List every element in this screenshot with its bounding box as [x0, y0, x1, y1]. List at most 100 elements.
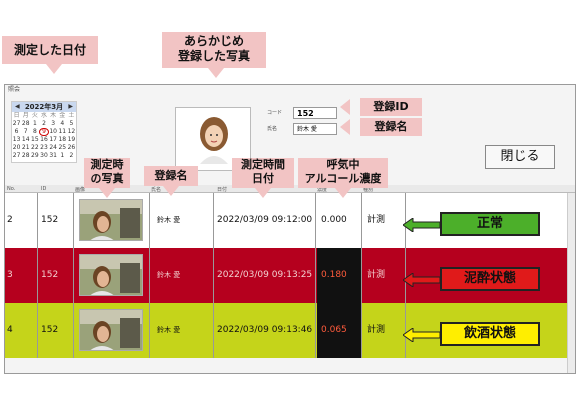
column-divider: [315, 248, 316, 303]
close-button[interactable]: 閉じる: [485, 145, 555, 169]
calendar-day[interactable]: 25: [58, 144, 67, 151]
calendar-header: ◀ 2022年3月 ▶: [12, 102, 76, 112]
calendar-day[interactable]: 3: [51, 120, 56, 127]
callout-registered-photo: あらかじめ 登録した写真: [162, 32, 266, 68]
calendar-day[interactable]: 8: [32, 128, 37, 135]
calendar-day[interactable]: 1: [60, 152, 65, 159]
vertical-scrollbar[interactable]: [567, 193, 575, 373]
calendar-day[interactable]: 21: [21, 144, 30, 151]
row-name: 鈴木 愛: [157, 271, 181, 279]
row-no: 4: [7, 325, 13, 335]
callout-reg-id: 登録ID: [360, 98, 422, 116]
calendar-day[interactable]: 27: [12, 120, 21, 127]
row-type: 計測: [367, 270, 386, 280]
row-no: 3: [7, 270, 13, 280]
calendar-day[interactable]: 1: [32, 120, 37, 127]
measure-photo-thumbnail[interactable]: [79, 254, 143, 296]
callout-measure-photo-arrow: [99, 188, 115, 198]
calendar-day[interactable]: 4: [60, 120, 65, 127]
calendar-day[interactable]: 22: [31, 144, 39, 151]
measure-photo-thumbnail[interactable]: [79, 309, 143, 351]
column-divider: [37, 248, 38, 303]
callout-reg-name-arrow: [340, 119, 350, 135]
calendar-day[interactable]: 29: [31, 152, 39, 159]
status-arrow-icon: [402, 272, 441, 288]
calendar-day[interactable]: 2: [69, 152, 74, 159]
callout-date-arrow: [46, 64, 62, 74]
row-value: 0.180: [321, 270, 347, 280]
callout-alcohol: 呼気中 アルコール濃度: [298, 158, 388, 188]
row-datetime: 2022/03/09 09:12:00: [217, 215, 313, 225]
header-name: 氏名: [151, 187, 162, 193]
code-label: コード: [267, 110, 283, 116]
calendar-day[interactable]: 12: [67, 128, 76, 135]
next-month-icon[interactable]: ▶: [68, 103, 73, 110]
calendar-day[interactable]: 23: [40, 144, 48, 151]
calendar-day[interactable]: 5: [69, 120, 74, 127]
status-label: 正常: [440, 212, 540, 236]
calendar-day[interactable]: 28: [21, 152, 30, 159]
calendar-dow: 月: [22, 112, 29, 119]
measure-photo-thumbnail[interactable]: [79, 199, 143, 241]
column-divider: [361, 303, 362, 358]
column-divider: [405, 303, 406, 358]
row-value: 0.065: [321, 325, 347, 335]
window-title: 照会: [8, 86, 21, 93]
status-label: 飲酒状態: [440, 322, 540, 346]
column-divider: [37, 193, 38, 248]
calendar-day[interactable]: 9: [39, 128, 49, 136]
column-divider: [361, 193, 362, 248]
header-type: 種別: [363, 187, 374, 193]
status-arrow-icon: [402, 327, 441, 343]
status-label: 泥酔状態: [440, 267, 540, 291]
calendar-day[interactable]: 20: [12, 144, 21, 151]
name-label: 氏名: [267, 126, 278, 132]
calendar-dow: 日: [13, 112, 20, 119]
calendar-day[interactable]: 16: [40, 136, 48, 143]
row-name: 鈴木 愛: [157, 326, 181, 334]
calendar-day[interactable]: 26: [67, 144, 76, 151]
calendar-day[interactable]: 11: [58, 128, 67, 135]
code-field[interactable]: 152: [293, 107, 337, 119]
calendar-day[interactable]: 31: [49, 152, 57, 159]
calendar-day[interactable]: 19: [67, 136, 76, 143]
calendar-day[interactable]: 2: [42, 120, 46, 127]
column-divider: [361, 248, 362, 303]
calendar-day[interactable]: 27: [12, 152, 21, 159]
callout-reg-id-arrow: [340, 99, 350, 115]
callout-measure-photo: 測定時 の写真: [84, 158, 130, 188]
calendar-day[interactable]: 15: [31, 136, 39, 143]
callout-reg-name: 登録名: [360, 118, 422, 136]
column-divider: [405, 193, 406, 248]
calendar-day[interactable]: 10: [49, 128, 57, 135]
calendar-dow: 火: [31, 112, 38, 119]
callout-name: 登録名: [144, 166, 198, 186]
callout-datetime: 測定時間 日付: [232, 158, 294, 188]
calendar-day[interactable]: 17: [49, 136, 57, 143]
callout-date: 測定した日付: [2, 36, 98, 64]
column-divider: [149, 193, 150, 248]
calendar-day[interactable]: 14: [21, 136, 30, 143]
value-cell-bg: [317, 248, 361, 303]
column-divider: [315, 303, 316, 358]
row-id: 152: [41, 270, 59, 280]
column-divider: [73, 248, 74, 303]
calendar-day[interactable]: 18: [58, 136, 67, 143]
calendar-day[interactable]: 24: [49, 144, 57, 151]
prev-month-icon[interactable]: ◀: [15, 103, 20, 110]
calendar-month: 2022年3月: [24, 103, 64, 111]
calendar-day[interactable]: 28: [21, 120, 30, 127]
row-value: 0.000: [321, 215, 347, 225]
header-id: ID: [41, 186, 47, 192]
column-divider: [149, 303, 150, 358]
calendar-day[interactable]: 13: [12, 136, 21, 143]
calendar-day[interactable]: 7: [23, 128, 28, 135]
name-field[interactable]: 鈴木 愛: [293, 123, 337, 135]
grid-header: No. ID 画像 氏名 日付 濃度 種別: [5, 185, 575, 193]
calendar-day[interactable]: 6: [14, 128, 19, 135]
value-cell-bg: [317, 303, 361, 358]
header-image: 画像: [75, 187, 86, 193]
calendar-day[interactable]: 30: [40, 152, 48, 159]
